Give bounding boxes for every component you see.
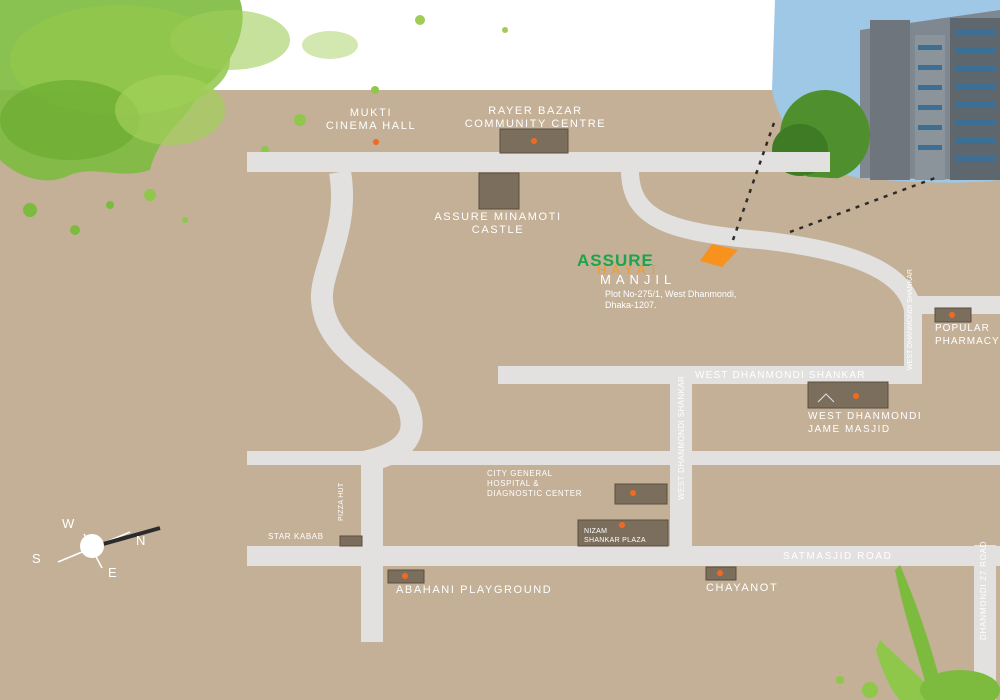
compass-rose [57, 526, 161, 569]
location-markers [373, 138, 955, 579]
pharmacy-marker [949, 312, 955, 318]
rayer-bazar-marker [531, 138, 537, 144]
road-label-shankar-vertical-top: WEST DHANMONDI SHANKAR [907, 269, 914, 370]
minamoti-line2: CASTLE [471, 224, 525, 236]
paint-splash-top-left [0, 0, 508, 235]
assure-minamoti-label: ASSURE MINAMOTI CASTLE [423, 211, 573, 237]
nizam-marker [619, 522, 625, 528]
project-name-line1: ASSURE [577, 251, 654, 270]
abahani-marker [402, 573, 408, 579]
project-name-line2: HAYAT [597, 262, 663, 277]
project-marker [700, 244, 738, 267]
star-kabab-building [339, 535, 363, 547]
nizam-shankar-plaza-label: NIZAM SHANKAR PLAZA [584, 527, 646, 545]
address-line2: Dhaka-1207. [605, 300, 657, 310]
minamoti-line1: ASSURE MINAMOTI [434, 211, 562, 223]
hospital-marker [630, 490, 636, 496]
hospital-line1: CITY GENERAL [487, 469, 553, 478]
chayanot-label: CHAYANOT [706, 582, 779, 594]
compass-south: S [32, 551, 41, 566]
mukti-line1: MUKTI [349, 107, 393, 119]
city-general-hospital-label: CITY GENERAL HOSPITAL & DIAGNOSTIC CENTE… [487, 469, 582, 499]
masjid-marker [853, 393, 859, 399]
west-dhanmondi-jame-masjid-label: WEST DHANMONDI JAME MASJID [808, 410, 922, 436]
popular-pharmacy-label: POPULAR PHARMACY [935, 322, 1000, 348]
road-label-satmasjid: SATMASJID ROAD [783, 551, 893, 562]
masjid-building [807, 381, 889, 409]
masjid-dome-doodle [817, 393, 835, 403]
pizza-hut-label: PIZZA HUT [338, 482, 345, 521]
compass-west: W [62, 516, 75, 531]
paint-splash-bottom-right [836, 565, 1000, 700]
compass-north: N [136, 533, 146, 548]
rayer-line1: RAYER BAZAR [488, 105, 583, 117]
project-name-line3: MANJIL [600, 272, 677, 287]
masjid-line2: JAME MASJID [808, 424, 891, 435]
compass-east: E [108, 565, 117, 580]
pharmacy-line2: PHARMACY [935, 336, 1000, 347]
road-label-west-dhanmondi-shankar: WEST DHANMONDI SHANKAR [695, 370, 866, 381]
mukti-cinema-hall-label: MUKTI CINEMA HALL [316, 107, 426, 133]
pharmacy-line1: POPULAR [935, 323, 990, 334]
dotted-pointer-lines [731, 119, 936, 241]
nizam-line1: NIZAM [584, 528, 608, 535]
chayanot-marker [717, 570, 723, 576]
rayer-bazar-label: RAYER BAZAR COMMUNITY CENTRE [453, 105, 618, 131]
masjid-line1: WEST DHANMONDI [808, 411, 923, 422]
hospital-line2: HOSPITAL & [487, 479, 540, 488]
minamoti-building [478, 172, 520, 210]
road-label-dhanmondi-27: DHANMONDI 27 ROAD [979, 540, 988, 640]
hospital-line3: DIAGNOSTIC CENTER [487, 489, 583, 498]
nizam-line2: SHANKAR PLAZA [584, 537, 646, 544]
address-line1: Plot No-275/1, West Dhanmondi, [605, 289, 737, 299]
rayer-line2: COMMUNITY CENTRE [464, 118, 607, 130]
road-label-shankar-vertical: WEST DHANMONDI SHANKAR [677, 375, 686, 500]
project-address: Plot No-275/1, West Dhanmondi, Dhaka-120… [605, 289, 736, 311]
mukti-marker [373, 139, 379, 145]
abahani-playground-label: ABAHANI PLAYGROUND [396, 584, 553, 596]
roads [247, 152, 1000, 700]
star-kabab-label: STAR KABAB [268, 532, 324, 541]
hospital-building [614, 483, 668, 505]
mukti-line2: CINEMA HALL [325, 120, 417, 132]
